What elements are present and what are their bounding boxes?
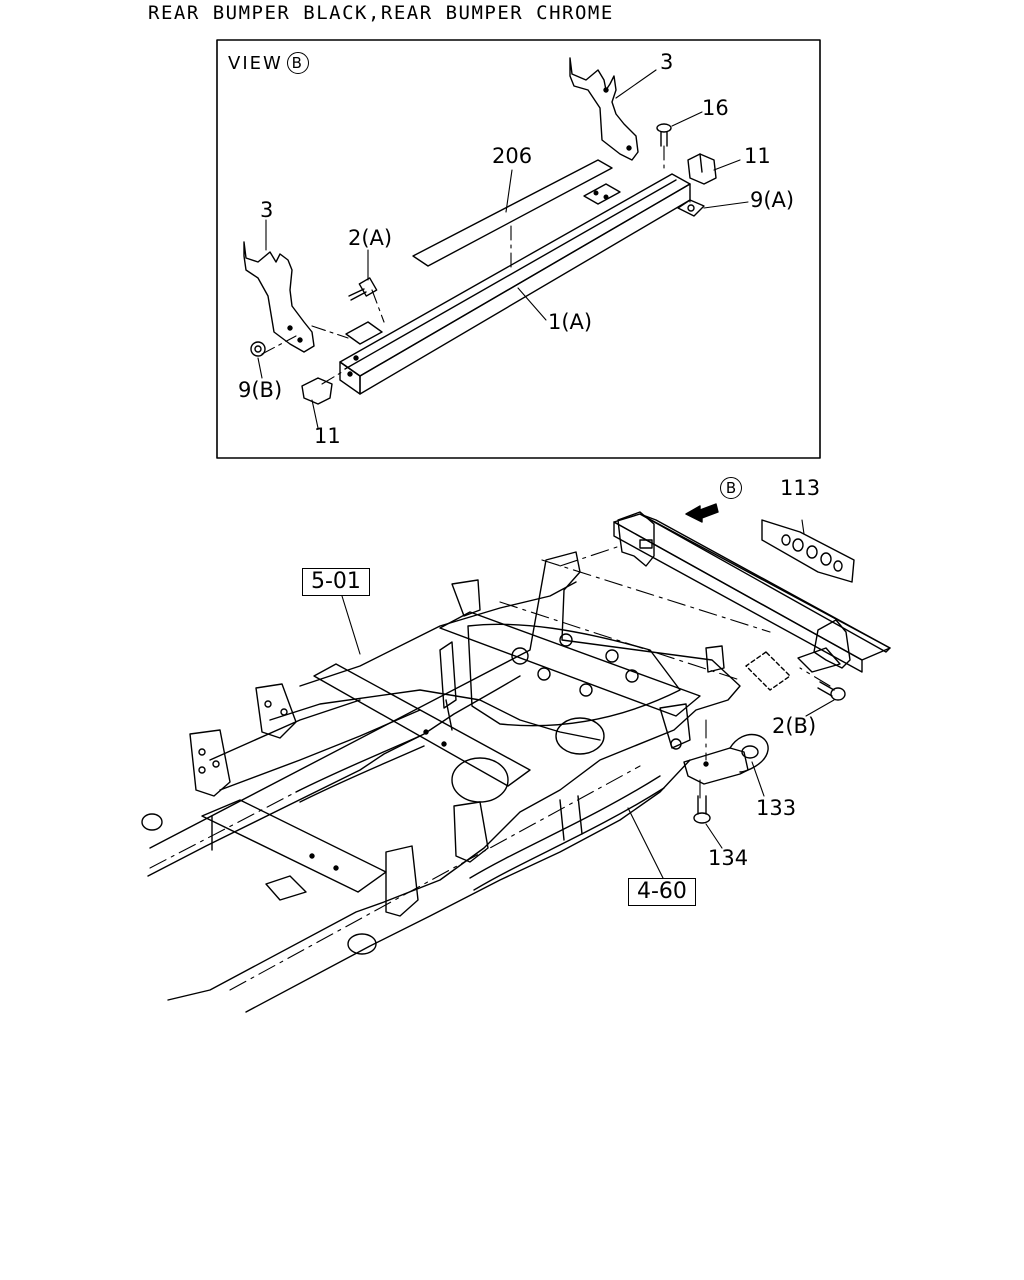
- bolt-2b: [817, 681, 846, 701]
- callout-stopper-right: 11: [744, 144, 771, 168]
- arrow-b-marker: B: [720, 477, 742, 499]
- view-label: VIEW B: [228, 52, 309, 74]
- nut-9a: [677, 199, 705, 217]
- callout-bar-1a: 1(A): [548, 310, 593, 334]
- page-title: REAR BUMPER BLACK,REAR BUMPER CHROME: [148, 2, 614, 24]
- stopper-left: [301, 377, 333, 405]
- view-b-frame: [216, 39, 821, 459]
- bracket-left: [243, 241, 315, 353]
- callout-arrow-b: B: [720, 476, 742, 499]
- view-text: VIEW: [228, 52, 283, 74]
- callout-bolt-16: 16: [702, 96, 729, 120]
- callout-strip-206: 206: [492, 144, 533, 168]
- rear-bumper-assembly: [613, 511, 891, 691]
- view-arrow: [685, 503, 719, 523]
- ref-5-01: 5-01: [302, 568, 370, 596]
- callout-bolt-134: 134: [708, 846, 749, 870]
- view-marker: B: [286, 52, 309, 74]
- callout-nut-9b: 9(B): [238, 378, 283, 402]
- centerlines: [149, 545, 831, 991]
- ref-4-60: 4-60: [628, 878, 696, 906]
- assembly-lines: [261, 145, 691, 385]
- callout-stopper-left: 11: [314, 424, 341, 448]
- callout-hook-133: 133: [756, 796, 797, 820]
- bar-1a: [339, 173, 691, 395]
- callout-bracket-left: 3: [260, 198, 274, 222]
- callout-bolt-2b: 2(B): [772, 714, 817, 738]
- callout-bracket-right: 3: [660, 50, 674, 74]
- bolt-16: [656, 123, 672, 147]
- callout-plate-113: 113: [780, 476, 821, 500]
- callout-nut-9a: 9(A): [750, 188, 795, 212]
- callout-bolt-2a: 2(A): [348, 226, 393, 250]
- bolt-134: [693, 795, 711, 824]
- chassis-frame: [141, 551, 741, 1013]
- bolt-2a: [348, 277, 378, 301]
- plate-113: [761, 519, 855, 583]
- leaders-top: [257, 69, 749, 429]
- strip-206: [412, 159, 613, 267]
- tow-hook-133: [683, 733, 769, 785]
- leaders-bottom: [341, 519, 835, 881]
- bracket-right: [569, 57, 639, 161]
- nut-9b: [250, 341, 266, 357]
- stopper-right: [687, 153, 717, 185]
